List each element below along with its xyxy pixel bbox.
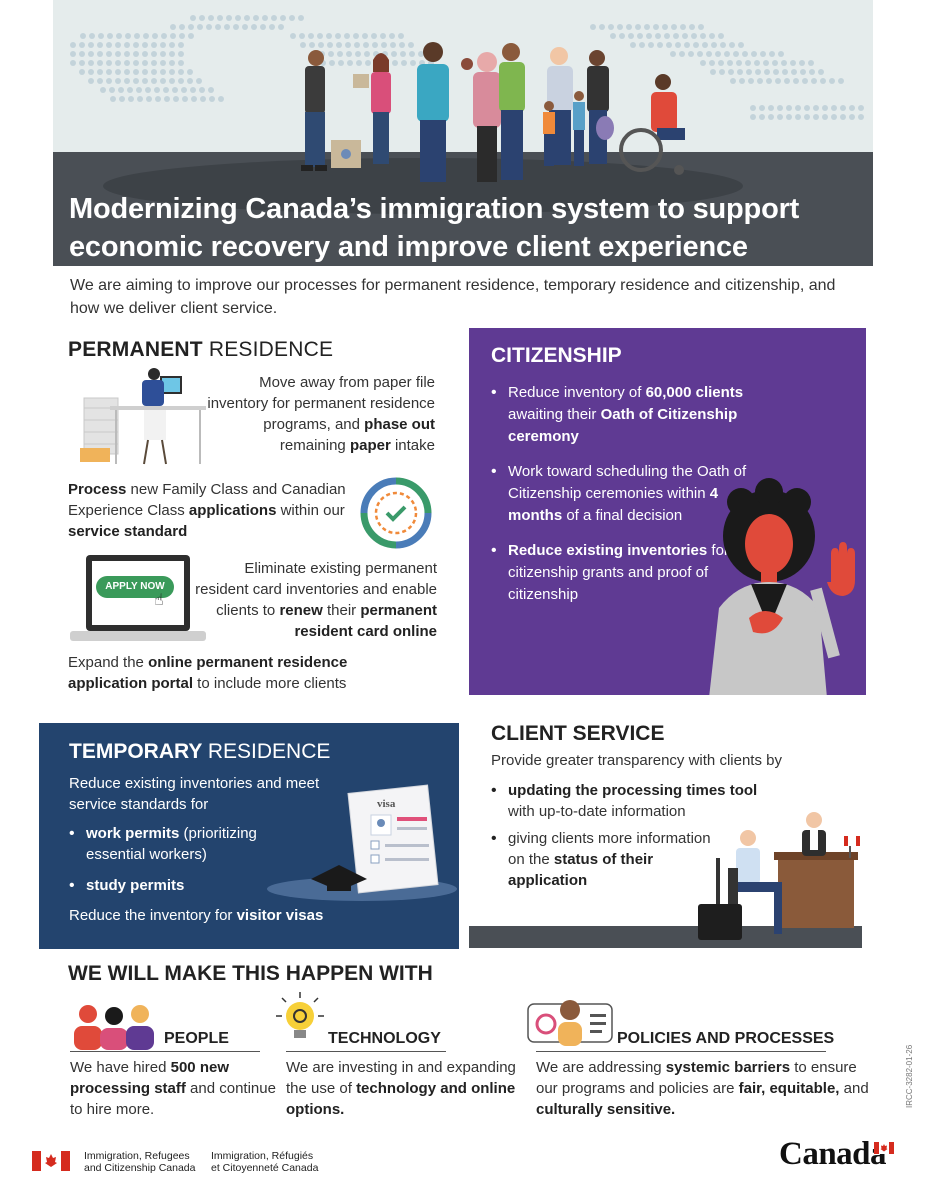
oath-woman-illustration [709, 478, 855, 695]
divider [286, 1051, 446, 1052]
paper-desk-worker-illustration [80, 368, 206, 465]
list-item: Reduce existing inventories for citizens… [491, 540, 751, 606]
list-item: Reduce inventory of 60,000 clients await… [491, 382, 761, 448]
family-group [543, 47, 614, 166]
hero-banner: Modernizing Canada’s immigration system … [53, 0, 873, 266]
visa-label: visa [377, 798, 396, 810]
person-wheelchair [619, 74, 685, 175]
people-heading: PEOPLE [164, 1030, 229, 1047]
divider [70, 1051, 260, 1052]
list-item: Work toward scheduling the Oath of Citiz… [491, 461, 761, 527]
title-light: RESIDENCE [208, 338, 334, 361]
temporary-residence-intro: Reduce existing inventories and meet ser… [69, 775, 320, 813]
client-service-title: CLIENT SERVICE [491, 722, 665, 745]
permanent-residence-title: PERMANENT RESIDENCE [68, 338, 333, 362]
person-hijab [461, 52, 501, 182]
apply-now-button[interactable]: APPLY NOW [96, 576, 174, 598]
make-it-happen-title: WE WILL MAKE THIS HAPPEN WITH [68, 962, 433, 985]
cursor-hand-icon: ☝ [154, 592, 164, 609]
technology-heading: TECHNOLOGY [328, 1030, 441, 1047]
title-bold: TEMPORARY [69, 740, 203, 763]
divider [536, 1051, 826, 1052]
temporary-residence-panel: TEMPORARY RESIDENCE Reduce existing inve… [39, 723, 459, 949]
intro-text: We are aiming to improve our processes f… [70, 277, 836, 317]
citizenship-list: Reduce inventory of 60,000 clients await… [491, 382, 761, 619]
pr-paper-intake-text: Move away from paper file inventory for … [207, 374, 435, 454]
list-item: study permits [69, 875, 299, 896]
visa-document-illustration: visa [267, 784, 457, 901]
title-light: RESIDENCE [207, 740, 331, 763]
policies-text: We are addressing systemic barriers to e… [536, 1059, 869, 1118]
people-icon [74, 1005, 154, 1050]
person-green-shirt [499, 43, 525, 180]
people-illustration [70, 15, 864, 182]
list-item: updating the processing times tool with … [491, 780, 811, 822]
title-bold: PERMANENT [68, 338, 203, 361]
pr-service-standard-text: Process new Family Class and Canadian Ex… [68, 481, 346, 540]
client-service-intro: Provide greater transparency with client… [491, 752, 782, 769]
client-office-illustration [698, 812, 860, 940]
person-handshake-left [301, 50, 327, 171]
citizenship-panel: CITIZENSHIP Reduce inventory of 60,000 c… [469, 328, 866, 695]
pr-online-portal-text: Expand the online permanent residence ap… [68, 654, 348, 692]
technology-text: We are investing in and expanding the us… [286, 1059, 516, 1118]
policies-icon [527, 1000, 613, 1046]
citizenship-title: CITIZENSHIP [491, 344, 622, 367]
wordmark-flag-icon [874, 1142, 894, 1154]
people-text: We have hired 500 new processing staff a… [70, 1059, 276, 1118]
policies-heading: POLICIES AND PROCESSES [617, 1030, 835, 1047]
list-item: giving clients more information on the s… [491, 828, 721, 891]
document-reference: IRCC-3282-01-26 [905, 1044, 914, 1108]
laptop-illustration [70, 555, 206, 641]
client-service-ground [469, 926, 862, 948]
cycle-checkmark-icon [360, 477, 432, 549]
world-map-dots [70, 15, 864, 120]
pr-card-renewal-text: Eliminate existing permanent resident ca… [195, 560, 437, 640]
temporary-residence-title: TEMPORARY RESIDENCE [69, 740, 330, 764]
canada-flag-icon [32, 1151, 70, 1171]
lightbulb-gear-icon [276, 992, 324, 1038]
hero-title: Modernizing Canada’s immigration system … [69, 193, 800, 263]
person-handshake-right [353, 53, 391, 164]
list-item: work permits (prioritizing essential wor… [69, 823, 299, 865]
person-blue-shirt [417, 42, 449, 182]
temporary-residence-list: work permits (prioritizing essential wor… [69, 823, 299, 906]
suitcase-icon [698, 904, 742, 940]
client-service-list: updating the processing times tool with … [491, 780, 811, 897]
visitor-visa-text: Reduce the inventory for visitor visas [69, 907, 324, 924]
canada-wordmark: Canada [779, 1136, 887, 1172]
